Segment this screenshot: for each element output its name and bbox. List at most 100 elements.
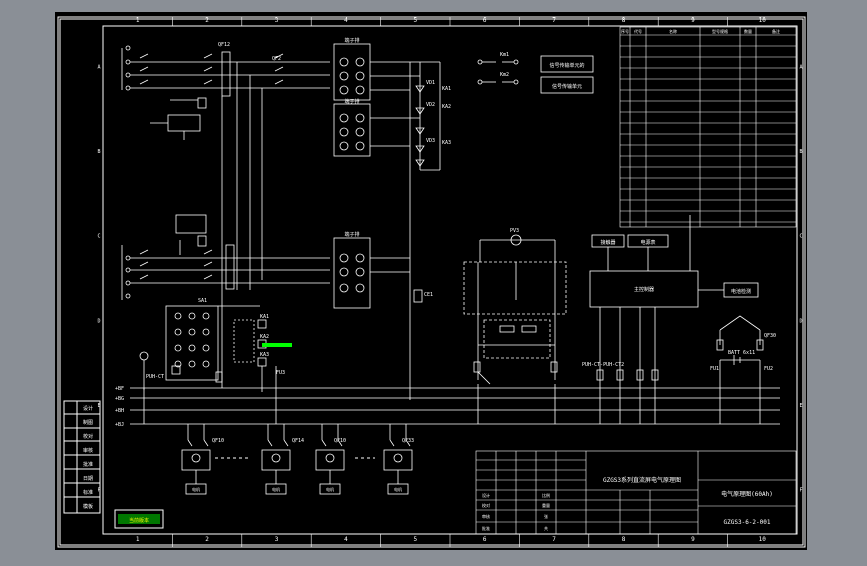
fuse-cluster-label: PUH-CT-PUH-CT2: [582, 362, 624, 368]
revision-note-box: [114, 509, 164, 529]
left-info-label: 日期: [83, 476, 93, 482]
pv3-label: PV3: [510, 228, 519, 234]
parts-header: 数量: [744, 28, 752, 34]
contactor-box-label: 接触器: [600, 239, 615, 246]
breaker-unit: [383, 424, 413, 495]
title-block-cell: 张: [544, 513, 548, 519]
bus-label: +BH: [115, 408, 124, 414]
row-marker-right-F: F: [799, 488, 802, 494]
column-marker-top-7: 7: [552, 17, 556, 24]
row-marker-right-B: B: [799, 149, 802, 155]
motor-tag: 电机: [192, 486, 200, 492]
column-marker-bottom-10: 10: [759, 536, 767, 543]
revision-note-text: 当前版本: [129, 517, 149, 524]
terminal-block-3: [333, 237, 371, 309]
column-marker-bottom-5: 5: [413, 536, 417, 543]
km2-label: Km2: [500, 72, 509, 78]
left-info-strip: [63, 400, 101, 514]
title-block-cell: 重量: [542, 502, 550, 508]
ka3-label-top: KA3: [442, 140, 451, 146]
column-marker-top-2: 2: [205, 17, 209, 24]
row-marker-left-E: E: [97, 403, 100, 409]
row-marker-left-A: A: [97, 64, 100, 70]
qf10-label: QF10: [212, 438, 224, 444]
aux-box-1-label: 信号传输单元的: [549, 62, 584, 69]
title-block-cell: 比例: [542, 492, 550, 498]
battery-section: [716, 315, 764, 380]
column-marker-top-10: 10: [759, 17, 767, 24]
left-info-label: 审核: [83, 447, 93, 454]
battery-detect-box-label: 电池检测: [731, 288, 751, 295]
breaker-unit: [261, 424, 291, 495]
column-marker-bottom-7: 7: [552, 536, 556, 543]
row-marker-right-E: E: [799, 403, 802, 409]
left-info-label: 模板: [83, 503, 93, 510]
vd3-label: VD3: [426, 138, 435, 144]
bus-drops: [143, 300, 761, 424]
column-marker-bottom-3: 3: [275, 536, 279, 543]
row-marker-left-D: D: [97, 318, 100, 324]
title-block: [475, 450, 797, 535]
column-marker-top-8: 8: [622, 17, 626, 24]
column-marker-top-4: 4: [344, 17, 348, 24]
column-marker-top-3: 3: [275, 17, 279, 24]
main-controller-label: 主控制器: [634, 286, 654, 293]
motor-tag: 电机: [272, 486, 280, 492]
qf14-label: QF14: [292, 438, 304, 444]
bus-label: +BG: [115, 396, 124, 402]
drawing-number: GZGS3-6-2-001: [724, 519, 771, 526]
qf30-label: QF30: [764, 333, 776, 339]
ka2-label-top: KA2: [442, 104, 451, 110]
parts-list-table: [619, 26, 797, 228]
outgoing-breakers: 电机 电机 电机 电机: [181, 424, 413, 495]
row-marker-right-A: A: [799, 64, 802, 70]
qf33-label: QF33: [402, 438, 414, 444]
row-marker-left-C: C: [97, 234, 100, 240]
qf2-label: QF2: [272, 56, 281, 62]
left-info-label: 制图: [83, 419, 93, 426]
parts-table-headers: 序号代号名称型号规格数量备注: [621, 28, 780, 34]
motor-tag: 电机: [394, 486, 402, 492]
ka2-highlight: [262, 343, 292, 347]
fuse-ce-label: PUH-CT: [146, 374, 164, 380]
breaker-unit: [181, 424, 211, 495]
terminal-3-label: 端子排: [344, 231, 359, 238]
controller-section: [589, 215, 759, 380]
battery-label: BATT 6x11: [728, 350, 755, 356]
bus-label: +BJ: [115, 422, 124, 428]
left-info-label: 批准: [83, 461, 93, 468]
sa1-switch-matrix: [139, 305, 277, 392]
secondary-input-circuit: [121, 214, 330, 300]
dc-bus-labels: +BF +BG +BH +BJ: [115, 386, 124, 428]
terminal-2-label: 端子排: [344, 98, 359, 105]
column-marker-bottom-6: 6: [483, 536, 487, 543]
km-relays: [477, 55, 594, 94]
paper-background: [55, 12, 807, 550]
terminal-block-1: [333, 43, 371, 101]
title-block-cell: 审核: [482, 513, 490, 519]
parts-header: 名称: [669, 28, 677, 34]
bus-label: +BF: [115, 386, 124, 392]
parts-header: 序号: [621, 28, 629, 34]
column-marker-top-1: 1: [136, 17, 140, 24]
power-input-circuit: [121, 45, 330, 300]
parts-header: 型号规格: [712, 28, 728, 34]
motor-tag: 电机: [326, 486, 334, 492]
qf12-label: QF12: [218, 42, 230, 48]
qf10b-label: QF10: [334, 438, 346, 444]
revision-note-highlight: [118, 514, 160, 524]
column-marker-bottom-2: 2: [205, 536, 209, 543]
aux-box-2-label: 信号传输单元: [552, 83, 582, 90]
parts-header: 代号: [634, 28, 642, 34]
drawing-name: GZGS3系列直流屏电气原理图: [603, 476, 681, 484]
left-info-label: 设计: [83, 405, 93, 412]
title-block-cell: 设计: [482, 492, 490, 498]
terminal-block-2: [333, 103, 371, 157]
sa1-label: SA1: [198, 298, 207, 304]
column-marker-top-6: 6: [483, 17, 487, 24]
row-marker-right-C: C: [799, 234, 802, 240]
